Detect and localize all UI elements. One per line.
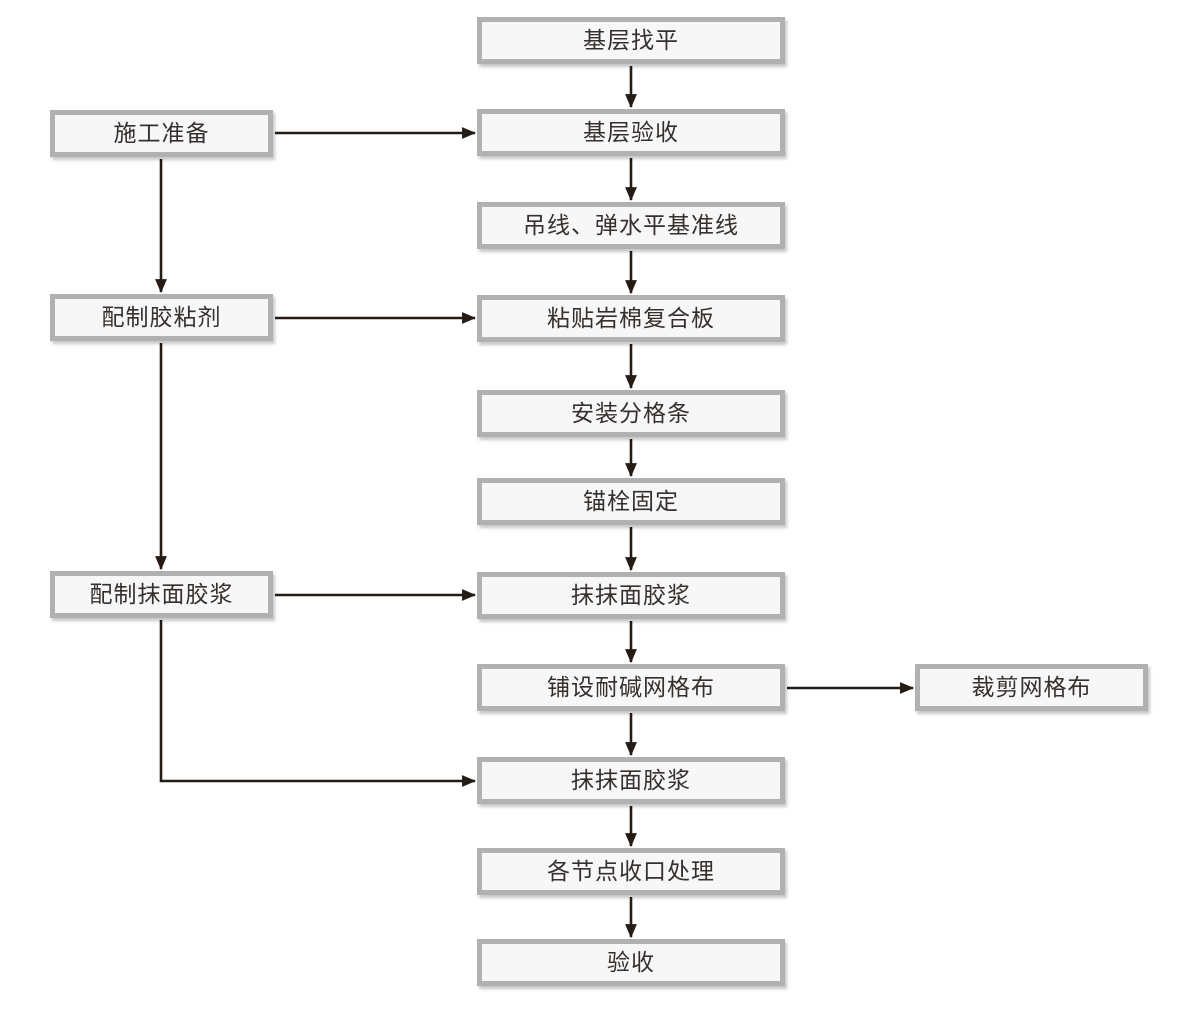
- node-lay-mesh-cloth: 铺设耐碱网格布: [477, 664, 785, 711]
- node-hang-line-datum-label: 吊线、弹水平基准线: [523, 212, 739, 238]
- node-cut-mesh-cloth: 裁剪网格布: [915, 664, 1148, 711]
- node-paste-rockwool-panel-label: 粘贴岩棉复合板: [547, 305, 715, 331]
- node-cut-mesh-cloth-label: 裁剪网格布: [971, 674, 1092, 700]
- node-install-grid-strips: 安装分格条: [477, 390, 785, 437]
- node-prepare-adhesive-label: 配制胶粘剂: [101, 304, 222, 330]
- node-anchor-fixing: 锚栓固定: [477, 478, 785, 525]
- node-closure-treatment: 各节点收口处理: [477, 848, 785, 895]
- node-closure-treatment-label: 各节点收口处理: [547, 858, 715, 884]
- node-acceptance-label: 验收: [607, 949, 655, 975]
- node-lay-mesh-cloth-label: 铺设耐碱网格布: [547, 674, 715, 700]
- node-surface-mortar-2-label: 抹抹面胶浆: [571, 767, 691, 793]
- node-surface-mortar-1-label: 抹抹面胶浆: [571, 582, 691, 608]
- node-base-leveling-label: 基层找平: [583, 27, 679, 53]
- node-base-acceptance-label: 基层验收: [583, 119, 679, 145]
- node-prepare-surface-mortar-label: 配制抹面胶浆: [89, 581, 234, 607]
- node-construction-prep: 施工准备: [50, 110, 273, 157]
- node-prepare-surface-mortar: 配制抹面胶浆: [50, 571, 273, 618]
- node-anchor-fixing-label: 锚栓固定: [583, 488, 679, 514]
- node-surface-mortar-1: 抹抹面胶浆: [477, 572, 785, 619]
- node-prepare-adhesive: 配制胶粘剂: [50, 294, 273, 341]
- node-install-grid-strips-label: 安装分格条: [571, 400, 691, 426]
- node-base-acceptance: 基层验收: [477, 109, 785, 156]
- node-hang-line-datum: 吊线、弹水平基准线: [477, 202, 785, 249]
- node-surface-mortar-2: 抹抹面胶浆: [477, 757, 785, 804]
- node-construction-prep-label: 施工准备: [113, 120, 210, 146]
- arrow-prepare-mortar-to-mortar-2: [159, 620, 477, 787]
- node-paste-rockwool-panel: 粘贴岩棉复合板: [477, 295, 785, 342]
- node-base-leveling: 基层找平: [477, 17, 785, 64]
- node-acceptance: 验收: [477, 939, 785, 986]
